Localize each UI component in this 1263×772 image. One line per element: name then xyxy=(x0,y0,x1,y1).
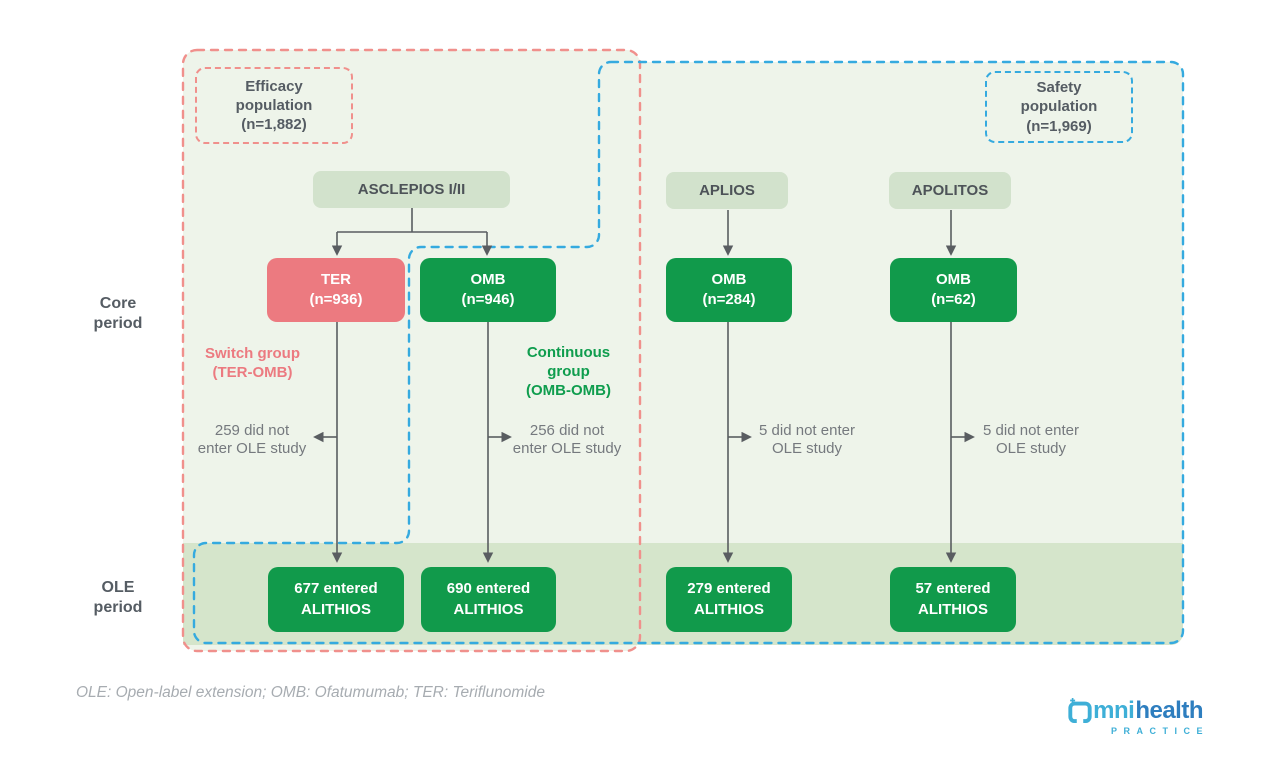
ole-box-ter: 677 entered ALITHIOS xyxy=(268,567,404,632)
core-box-omb-aplios: OMB (n=284) xyxy=(666,258,792,322)
safety-population-outline xyxy=(192,60,1185,645)
core-box-ter: TER (n=936) xyxy=(267,258,405,322)
continuous-group-label: Continuous group (OMB-OMB) xyxy=(526,344,611,399)
core-period-label: Core period xyxy=(93,295,143,332)
ole-box-omb-aplios: 279 entered ALITHIOS xyxy=(666,567,792,632)
core-box-omb-asclepios: OMB (n=946) xyxy=(420,258,556,322)
trial-box-aplios: APLIOS xyxy=(666,172,788,209)
ole-box-omb-asclepios: 690 entered ALITHIOS xyxy=(421,567,556,632)
dropout-note-omb-aplios: 5 did not enter OLE study xyxy=(759,422,855,457)
efficacy-population-box: Efficacy population (n=1,882) xyxy=(195,67,353,144)
logo-subtitle-practice: PRACTICE xyxy=(1110,726,1209,736)
ole-period-label: OLE period xyxy=(93,579,143,616)
dropout-note-ter: 259 did not enter OLE study xyxy=(197,422,307,457)
core-box-omb-apolitos: OMB (n=62) xyxy=(890,258,1017,322)
safety-population-label: Safety population (n=1,969) xyxy=(1020,79,1098,135)
logo-text-omni: mni xyxy=(1093,697,1135,724)
dropout-note-omb-apolitos: 5 did not enter OLE study xyxy=(983,422,1079,457)
efficacy-population-outline xyxy=(181,48,642,653)
asclepios-split-connector xyxy=(337,207,487,233)
omnihealth-omega-plus-icon xyxy=(1068,698,1092,723)
trial-box-asclepios: ASCLEPIOS I/II xyxy=(313,171,510,208)
ole-box-omb-apolitos: 57 entered ALITHIOS xyxy=(890,567,1016,632)
logo-text-health: health xyxy=(1135,697,1203,724)
efficacy-population-label: Efficacy population (n=1,882) xyxy=(235,77,313,134)
abbreviation-footnote: OLE: Open-label extension; OMB: Ofatumum… xyxy=(76,684,545,701)
safety-population-box: Safety population (n=1,969) xyxy=(985,71,1133,143)
switch-group-label: Switch group (TER-OMB) xyxy=(205,345,300,381)
dropout-note-omb-asclepios: 256 did not enter OLE study xyxy=(512,422,622,457)
trial-box-apolitos: APOLITOS xyxy=(889,172,1011,209)
